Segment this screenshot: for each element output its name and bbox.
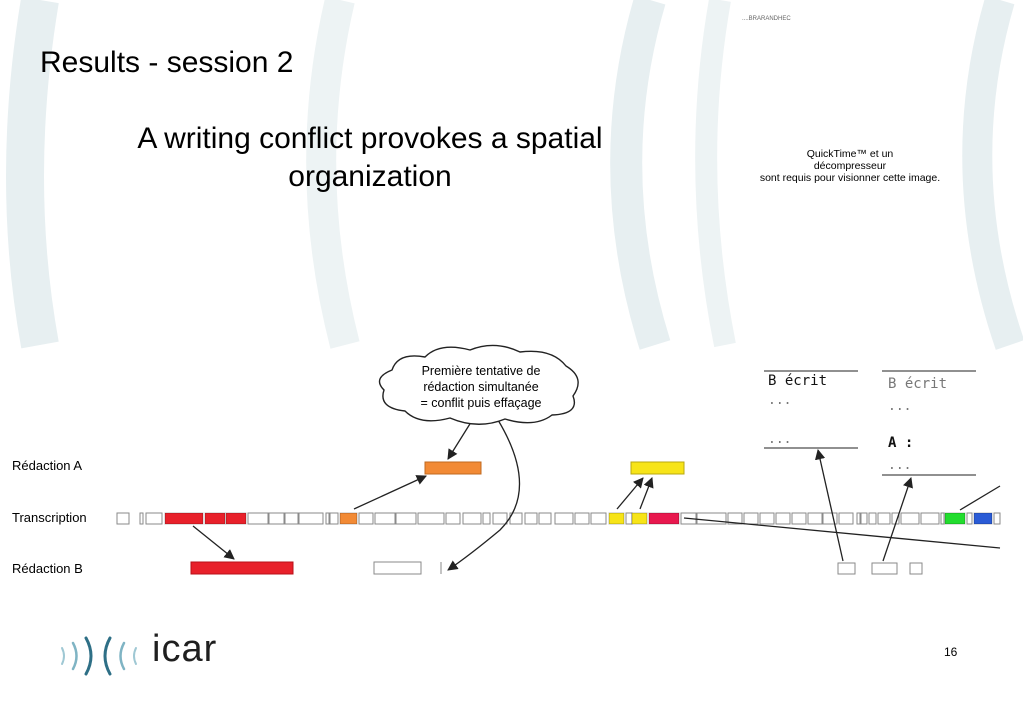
transcription-cell (696, 512, 727, 525)
transcription-cell (139, 512, 144, 525)
transcription-cell (538, 512, 552, 525)
transcription-cell (993, 512, 1001, 525)
cloud-line-1: Première tentative de (422, 364, 541, 378)
transcription-cell (590, 512, 607, 525)
transcription-cell (325, 512, 330, 525)
transcription-cell (445, 512, 461, 525)
row-label-redaction-a: Rédaction A (12, 458, 83, 473)
document-b-dots-2: ... (888, 458, 911, 473)
redaction-b-cell (871, 562, 898, 575)
arrow-to-right-edge (959, 485, 1001, 511)
transcription-cell (482, 512, 491, 525)
transcription-cell (395, 512, 417, 525)
transcription-cell (164, 512, 204, 525)
transcription-cell (204, 512, 226, 525)
redaction-a-orange-bar (424, 461, 482, 475)
transcription-cell (900, 512, 920, 525)
transcription-cell (973, 512, 993, 525)
transcription-cell (417, 512, 445, 525)
transcription-cell (374, 512, 396, 525)
transcription-cell (877, 512, 891, 525)
transcription-cell (727, 512, 743, 525)
page-number: 16 (944, 645, 958, 659)
transcription-cell (284, 512, 299, 525)
document-a-dots-2: ... (768, 432, 791, 447)
transcription-cell (807, 512, 823, 525)
slide-subtitle: A writing conflict provokes a spatial or… (137, 122, 603, 193)
transcription-cell (268, 512, 285, 525)
document-b-dots-1: ... (888, 399, 911, 414)
icar-logo-text: icar (152, 628, 218, 670)
document-a: B écrit ... ... (764, 370, 858, 449)
arrow-transcription-to-b (192, 525, 235, 560)
transcription-cell (743, 512, 759, 525)
cloud-line-2: rédaction simultanée (423, 380, 538, 394)
transcription-cell (339, 512, 358, 525)
arrow-cloud-to-b (447, 419, 521, 571)
transcription-cell (116, 512, 130, 525)
transcription-cell (524, 512, 538, 525)
quicktime-line-3: sont requis pour visionner cette image. (759, 172, 941, 184)
transcription-cell (944, 512, 966, 525)
transcription-cell (329, 512, 339, 525)
transcription-cell (822, 512, 838, 525)
transcription-cell (940, 512, 945, 525)
document-b: B écrit ... A : ... (882, 370, 976, 476)
arrow-cloud-to-a (447, 418, 474, 460)
transcription-cell (608, 512, 625, 525)
transcription-cell (860, 512, 868, 525)
transcription-cell (358, 512, 374, 525)
row-label-redaction-b: Rédaction B (12, 561, 83, 576)
transcription-cell (625, 512, 633, 525)
icar-logo-waves (61, 636, 137, 676)
transcription-cell (791, 512, 807, 525)
quicktime-line-1: QuickTime™ et un (806, 148, 894, 160)
redaction-b-red-bar (190, 561, 294, 575)
transcription-cell (145, 512, 163, 525)
transcription-cell (225, 512, 247, 525)
transcription-cell (492, 512, 508, 525)
transcription-cell (838, 512, 854, 525)
arrow-yellow-1 (616, 477, 644, 510)
transcription-cell (920, 512, 940, 525)
row-label-transcription: Transcription (12, 510, 87, 525)
transcription-cell (462, 512, 482, 525)
transcription-cell (247, 512, 269, 525)
transcription-cell (759, 512, 775, 525)
slide-title: Results - session 2 (40, 46, 294, 79)
transcription-cell (554, 512, 574, 525)
redaction-a-yellow-bar (630, 461, 685, 475)
quicktime-notice: QuickTime™ et un décompresseur sont requ… (730, 148, 970, 184)
redaction-b-cell (837, 562, 856, 575)
quicktime-line-2: décompresseur (813, 160, 887, 172)
transcription-cell (966, 512, 973, 525)
quicktime-tiny-text: ....BRARANDHEC (742, 16, 791, 22)
arrow-to-document-b (882, 477, 913, 562)
arrow-yellow-2 (639, 477, 654, 510)
arrow-to-document-a (814, 448, 844, 562)
thought-cloud: Première tentative de rédaction simultan… (378, 344, 579, 425)
arrow-transcription-to-a (353, 475, 427, 510)
transcription-cell (298, 512, 324, 525)
transcription-track (116, 512, 1001, 525)
transcription-cell (775, 512, 791, 525)
document-b-heading: B écrit (888, 376, 947, 392)
transcription-cell (648, 512, 680, 525)
cloud-line-3: = conflit puis effaçage (420, 396, 541, 410)
document-b-label-a: A : (888, 435, 913, 451)
line-magenta-to-right (683, 517, 1001, 549)
document-a-dots-1: ... (768, 393, 791, 408)
redaction-b-cell (909, 562, 923, 575)
document-a-heading: B écrit (768, 373, 827, 389)
transcription-cell (574, 512, 590, 525)
transcription-cell (631, 512, 648, 525)
transcription-cell (868, 512, 877, 525)
redaction-b-empty-bar (373, 561, 422, 575)
transcription-cell (856, 512, 861, 525)
